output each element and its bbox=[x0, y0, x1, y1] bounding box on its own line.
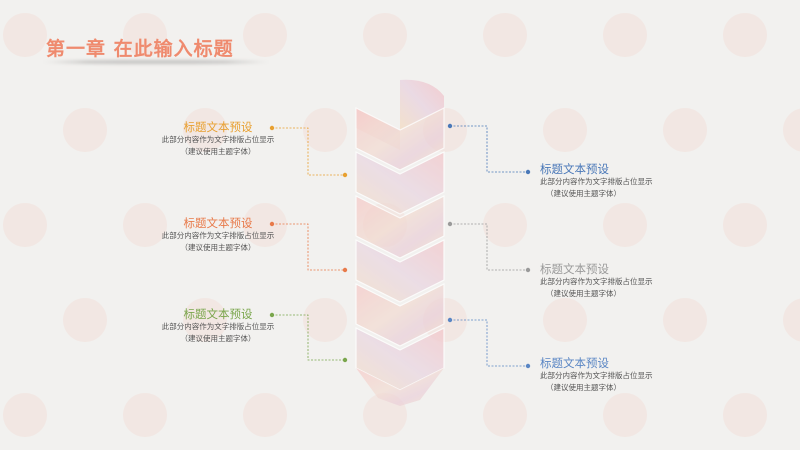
chevron-tier bbox=[355, 283, 445, 347]
right-connector-3 bbox=[450, 319, 528, 367]
right-start-dot-2 bbox=[447, 221, 453, 227]
left-item-1-line2: （建议使用主题字体） bbox=[180, 147, 256, 156]
background-circle bbox=[723, 393, 767, 437]
chevron-top-petal bbox=[400, 79, 444, 130]
left-item-3-line2: （建议使用主题字体） bbox=[180, 334, 256, 343]
background-circle bbox=[723, 13, 767, 57]
left-connector-1 bbox=[272, 127, 345, 176]
background-circle bbox=[123, 13, 167, 57]
page-title: 第一章 在此输入标题 bbox=[46, 38, 234, 60]
left-item-1-line1: 此部分内容作为文字排版占位显示 bbox=[161, 135, 275, 144]
connector-dots bbox=[269, 123, 531, 369]
background-circle bbox=[123, 393, 167, 437]
left-item-1: 标题文本预设 此部分内容作为文字排版占位显示 （建议使用主题字体） bbox=[118, 120, 318, 158]
left-item-2-heading: 标题文本预设 bbox=[183, 216, 253, 230]
chevron-tier bbox=[355, 195, 445, 259]
background-circle bbox=[723, 203, 767, 247]
background-circle bbox=[243, 393, 287, 437]
left-item-3: 标题文本预设 此部分内容作为文字排版占位显示 （建议使用主题字体） bbox=[118, 307, 318, 345]
left-connector-2 bbox=[272, 223, 345, 271]
right-start-dot-1 bbox=[447, 123, 453, 129]
background-circle bbox=[663, 108, 707, 152]
background-circle bbox=[543, 108, 587, 152]
left-end-dot-3 bbox=[342, 357, 348, 363]
chevron-tier bbox=[355, 107, 445, 171]
left-item-2-line2: （建议使用主题字体） bbox=[180, 243, 256, 252]
right-item-2-line2: （建议使用主题字体） bbox=[546, 289, 621, 298]
right-item-1-line2: （建议使用主题字体） bbox=[546, 189, 621, 198]
background-circle bbox=[783, 298, 800, 342]
right-item-3-line1: 此部分内容作为文字排版占位显示 bbox=[540, 371, 653, 380]
background-circle bbox=[603, 13, 647, 57]
background-circle bbox=[543, 298, 587, 342]
right-connector-2 bbox=[450, 223, 528, 271]
right-item-2-heading: 标题文本预设 bbox=[540, 262, 609, 276]
background-circle bbox=[483, 393, 527, 437]
background-circle bbox=[243, 13, 287, 57]
right-start-dot-3 bbox=[447, 317, 453, 323]
background-circle bbox=[603, 393, 647, 437]
right-item-2: 标题文本预设 此部分内容作为文字排版占位显示 （建议使用主题字体） bbox=[540, 262, 780, 300]
left-end-dot-2 bbox=[342, 267, 348, 273]
connector-lines bbox=[272, 125, 528, 367]
background-circle bbox=[663, 298, 707, 342]
right-item-3: 标题文本预设 此部分内容作为文字排版占位显示 （建议使用主题字体） bbox=[540, 356, 780, 394]
left-start-dot-3 bbox=[269, 312, 275, 318]
background-circle bbox=[183, 298, 227, 342]
left-start-dot-1 bbox=[269, 125, 275, 131]
right-end-dot-3 bbox=[525, 363, 531, 369]
background-circle bbox=[303, 298, 347, 342]
background-circle bbox=[603, 203, 647, 247]
background-circle bbox=[363, 13, 407, 57]
right-end-dot-1 bbox=[525, 169, 531, 175]
background-circle bbox=[123, 203, 167, 247]
left-end-dot-1 bbox=[342, 172, 348, 178]
chevron-bottom-tail bbox=[356, 368, 444, 406]
background-circle bbox=[63, 108, 107, 152]
background-circle bbox=[3, 203, 47, 247]
background-circle bbox=[3, 393, 47, 437]
background-circle bbox=[243, 203, 287, 247]
title-underline-shadow bbox=[40, 60, 272, 64]
left-item-3-heading: 标题文本预设 bbox=[183, 307, 253, 321]
right-item-1: 标题文本预设 此部分内容作为文字排版占位显示 （建议使用主题字体） bbox=[540, 162, 780, 200]
background-circle bbox=[63, 298, 107, 342]
chevron-tier bbox=[355, 151, 445, 215]
left-start-dot-2 bbox=[269, 221, 275, 227]
background-circle bbox=[783, 108, 800, 152]
background-circle bbox=[483, 13, 527, 57]
right-item-3-heading: 标题文本预设 bbox=[540, 356, 609, 370]
right-item-1-heading: 标题文本预设 bbox=[540, 162, 609, 176]
right-item-3-line2: （建议使用主题字体） bbox=[546, 383, 621, 392]
left-item-2: 标题文本预设 此部分内容作为文字排版占位显示 （建议使用主题字体） bbox=[118, 216, 318, 254]
background-circle bbox=[3, 13, 47, 57]
right-item-1-line1: 此部分内容作为文字排版占位显示 bbox=[540, 177, 653, 186]
chevron-tier bbox=[355, 239, 445, 303]
right-end-dot-2 bbox=[525, 267, 531, 273]
left-item-2-line1: 此部分内容作为文字排版占位显示 bbox=[161, 231, 275, 240]
left-connector-3 bbox=[272, 314, 345, 361]
background-circle bbox=[183, 108, 227, 152]
left-item-1-heading: 标题文本预设 bbox=[183, 120, 253, 134]
chevron-stack bbox=[355, 79, 445, 406]
left-item-3-line1: 此部分内容作为文字排版占位显示 bbox=[161, 322, 275, 331]
right-item-2-line1: 此部分内容作为文字排版占位显示 bbox=[540, 277, 653, 286]
background-circle bbox=[303, 108, 347, 152]
right-connector-1 bbox=[450, 125, 528, 173]
background-circle bbox=[483, 203, 527, 247]
